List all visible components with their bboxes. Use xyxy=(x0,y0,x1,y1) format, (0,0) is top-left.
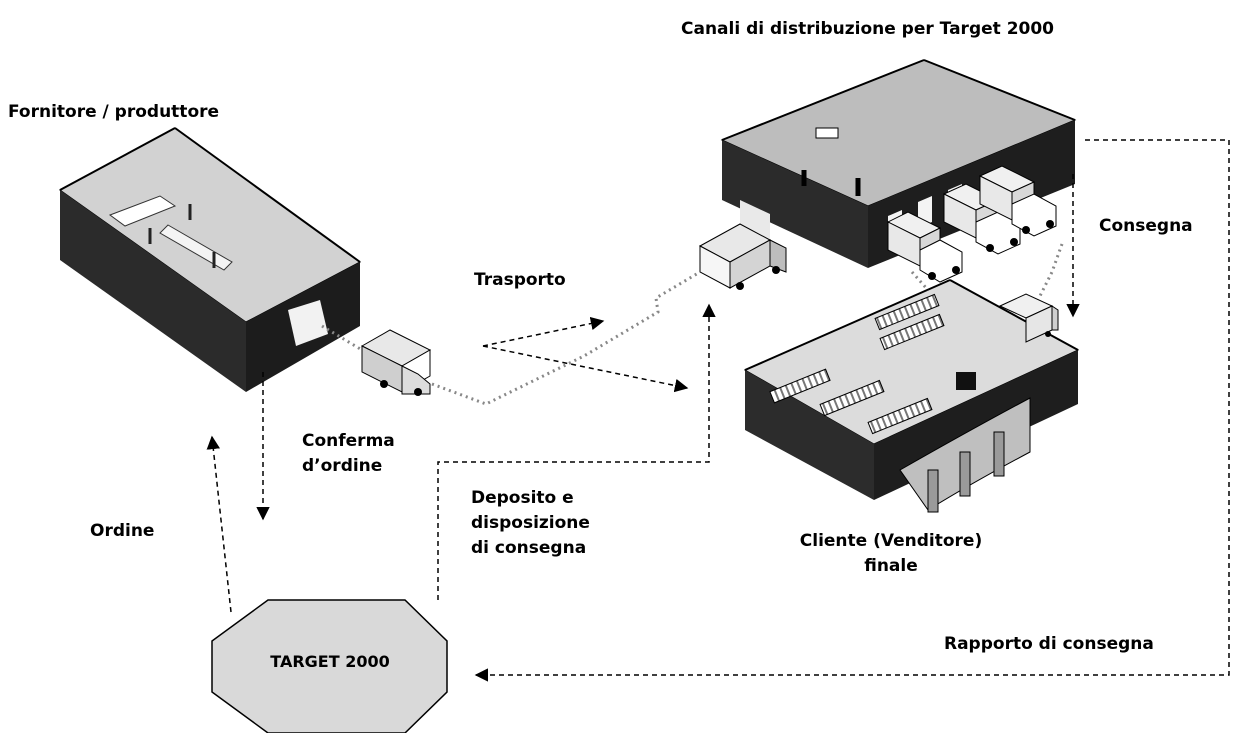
truck-icon xyxy=(360,329,432,396)
truck-icon xyxy=(978,165,1057,237)
customer-label: Cliente (Venditore) finale xyxy=(799,531,983,576)
supplier-label: Fornitore / produttore xyxy=(8,102,220,122)
flow-arrows xyxy=(206,139,1230,682)
supplier-building-icon xyxy=(59,127,361,392)
transport-arrow-upper xyxy=(482,316,605,347)
order-label: Ordine xyxy=(90,521,155,541)
target-2000-hub[interactable] xyxy=(211,599,448,733)
order-confirmation-label: Conferma d’ordine xyxy=(302,431,395,476)
order-arrow xyxy=(206,435,232,613)
transport-route-dotted xyxy=(321,243,1064,406)
hub-label: TARGET 2000 xyxy=(270,652,390,671)
delivery-label: Consegna xyxy=(1099,216,1193,236)
storage-arrow xyxy=(437,303,716,600)
customer-store-icon xyxy=(743,279,1080,513)
delivery-report-label: Rapporto di consegna xyxy=(944,634,1154,654)
truck-icon xyxy=(698,223,787,290)
truck-icon xyxy=(998,293,1059,343)
transport-label: Trasporto xyxy=(474,270,566,290)
diagram-title: Canali di distribuzione per Target 2000 xyxy=(681,19,1055,39)
transport-arrow-lower xyxy=(482,345,689,393)
truck-icon xyxy=(886,211,963,283)
delivery-report-arrow xyxy=(474,139,1230,682)
storage-label: Deposito e disposizione di consegna xyxy=(471,488,590,558)
